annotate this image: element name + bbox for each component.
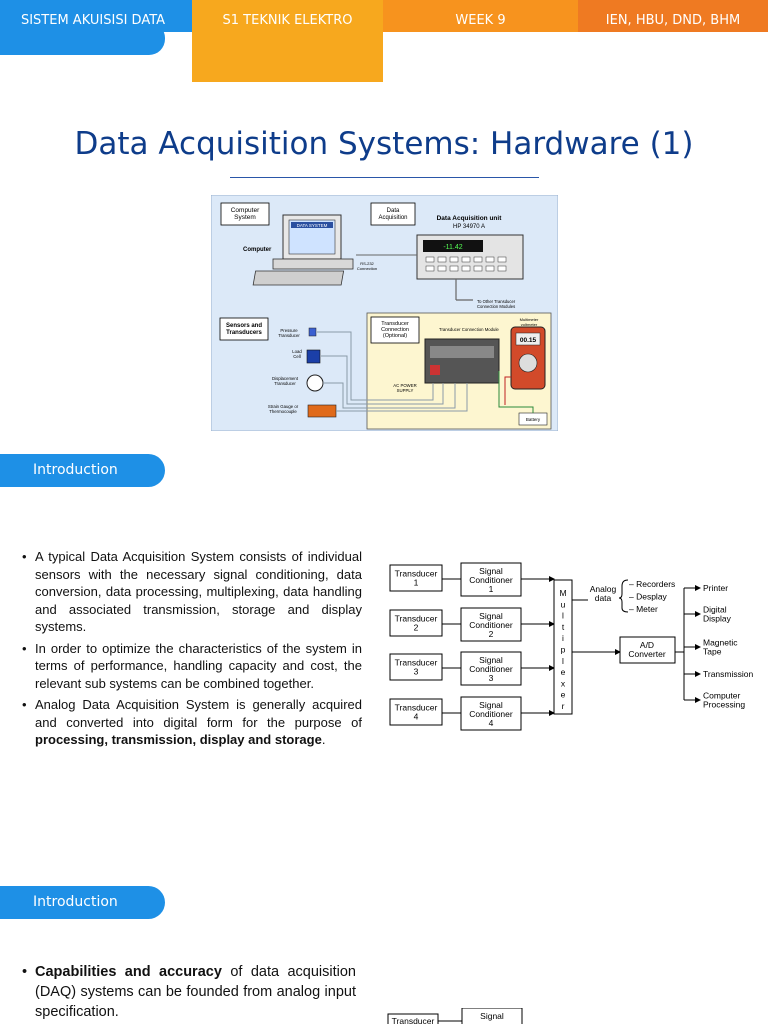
section1-bullet-list: A typical Data Acquisition System consis… <box>22 548 362 753</box>
signal-conditioner-box-3 <box>460 651 522 686</box>
transducer-box-3 <box>389 653 443 681</box>
header-course-label: SISTEM AKUISISI DATA <box>20 13 166 28</box>
header-authors-label: IEN, HBU, DND, BHM <box>605 13 741 28</box>
daq-buttons <box>425 256 507 272</box>
header-program-label: S1 TEKNIK ELEKTRO <box>222 13 353 28</box>
section-label-introduction-2: Introduction <box>0 886 165 919</box>
signal-conditioner-box-2 <box>460 607 522 642</box>
multiplexer-box <box>553 579 573 715</box>
section-label-introduction: Introduction <box>0 454 165 487</box>
header-tab-program <box>192 0 383 82</box>
load-cell-icon <box>306 349 321 364</box>
header-tab-course <box>0 0 192 32</box>
header-week-label: WEEK 9 <box>455 13 506 28</box>
sensors-box <box>219 317 269 341</box>
battery-label: Battery <box>526 417 541 422</box>
output-label-1: Printer <box>703 583 728 593</box>
transducer-box-1 <box>389 564 443 592</box>
computer-system-box <box>220 202 270 226</box>
partial-signal-box <box>461 1008 523 1024</box>
bullet-optimize: In order to optimize the characteristics… <box>22 640 362 693</box>
bullet-capabilities: Capabilities and accuracy of data acquis… <box>22 962 356 1022</box>
partial-block-diagram: Transducer Signal <box>387 1008 523 1024</box>
analog-output-3: – Meter <box>629 604 658 614</box>
analog-brace <box>618 579 629 613</box>
analog-output-1: – Recorders <box>629 579 675 589</box>
analog-output-2: – Desplay <box>629 592 668 602</box>
output-label-4: Transmission <box>703 669 753 679</box>
ad-converter-box <box>619 636 676 664</box>
transducer-connection-box <box>370 316 420 344</box>
computer-base <box>272 258 354 270</box>
transducer-box-4 <box>389 698 443 726</box>
screen-title: DATA SYSTEM <box>297 223 328 228</box>
header-tab-authors <box>578 0 768 32</box>
strain-gauge-icon <box>307 404 337 418</box>
sensor-wires <box>317 331 468 412</box>
transducer-box-2 <box>389 609 443 637</box>
page-title: Data Acquisition Systems: Hardware (1) <box>74 126 694 162</box>
unit-title: Data Acquisition unit <box>437 215 503 222</box>
tcm-label: Transducer Connection Module <box>439 327 499 332</box>
partial-transducer-label: Transducer <box>392 1016 435 1024</box>
title-underline <box>230 177 539 178</box>
computer-label: Computer <box>243 247 272 253</box>
pressure-transducer-icon <box>308 327 317 337</box>
connection-module-icon <box>424 338 500 384</box>
bullet-analog-daq: Analog Data Acquisition System is genera… <box>22 696 362 749</box>
data-acquisition-box <box>370 202 416 226</box>
partial-signal-label: Signal <box>480 1011 504 1021</box>
daq-display: -11.42 <box>443 244 462 251</box>
displacement-transducer-icon <box>306 374 324 392</box>
unit-model: HP 34970 A <box>453 224 485 230</box>
keyboard-icon <box>252 270 345 286</box>
multimeter-display: 00.15 <box>520 337 537 344</box>
section2-bullet-list: Capabilities and accuracy of data acquis… <box>22 962 356 1026</box>
bullet-daq-components: A typical Data Acquisition System consis… <box>22 548 362 636</box>
